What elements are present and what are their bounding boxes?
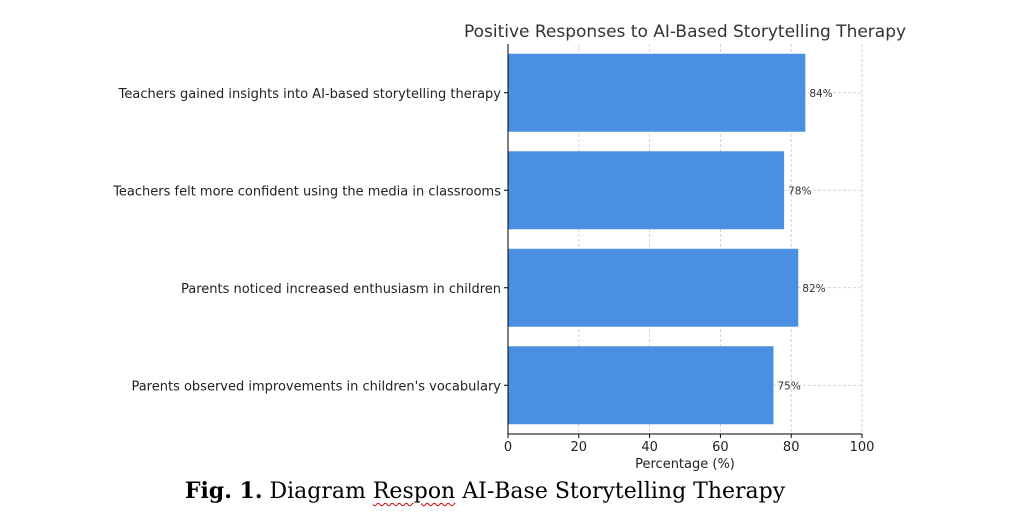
- bar: [508, 248, 799, 327]
- x-tick-label: 20: [571, 440, 588, 455]
- bar-value-label: 84%: [809, 88, 832, 100]
- x-tick-label: 100: [850, 440, 875, 455]
- bar: [508, 53, 806, 132]
- caption-word-respon: Respon: [372, 479, 456, 504]
- y-tick-label: Parents observed improvements in childre…: [131, 379, 501, 394]
- bar-value-label: 82%: [802, 283, 825, 295]
- y-tick-label: Teachers gained insights into AI-based s…: [118, 87, 502, 102]
- x-tick-label: 60: [712, 440, 729, 455]
- caption-word-diagram: Diagram: [269, 479, 366, 504]
- bar: [508, 346, 774, 425]
- bar-value-label: 78%: [788, 185, 811, 197]
- y-tick-label: Teachers felt more confident using the m…: [112, 184, 501, 199]
- x-tick-label: 0: [504, 440, 512, 455]
- caption-prefix: Fig. 1.: [184, 478, 263, 504]
- chart-title: Positive Responses to AI-Based Storytell…: [464, 22, 906, 42]
- x-tick-label: 40: [641, 440, 658, 455]
- axes-group: Teachers gained insights into AI-based s…: [112, 44, 874, 455]
- x-axis-label: Percentage (%): [635, 457, 735, 472]
- bar-value-label: 75%: [778, 380, 801, 392]
- bars-group: 84% 78% 82% 75%: [508, 53, 833, 425]
- y-tick-label: Parents noticed increased enthusiasm in …: [181, 282, 501, 297]
- x-tick-label: 80: [783, 440, 800, 455]
- figure-caption: Fig. 1. Diagram Respon AI-Base Storytell…: [0, 478, 970, 504]
- bar-chart: Positive Responses to AI-Based Storytell…: [112, 22, 906, 472]
- bar: [508, 151, 785, 230]
- caption-rest: AI-Base Storytelling Therapy: [462, 479, 786, 504]
